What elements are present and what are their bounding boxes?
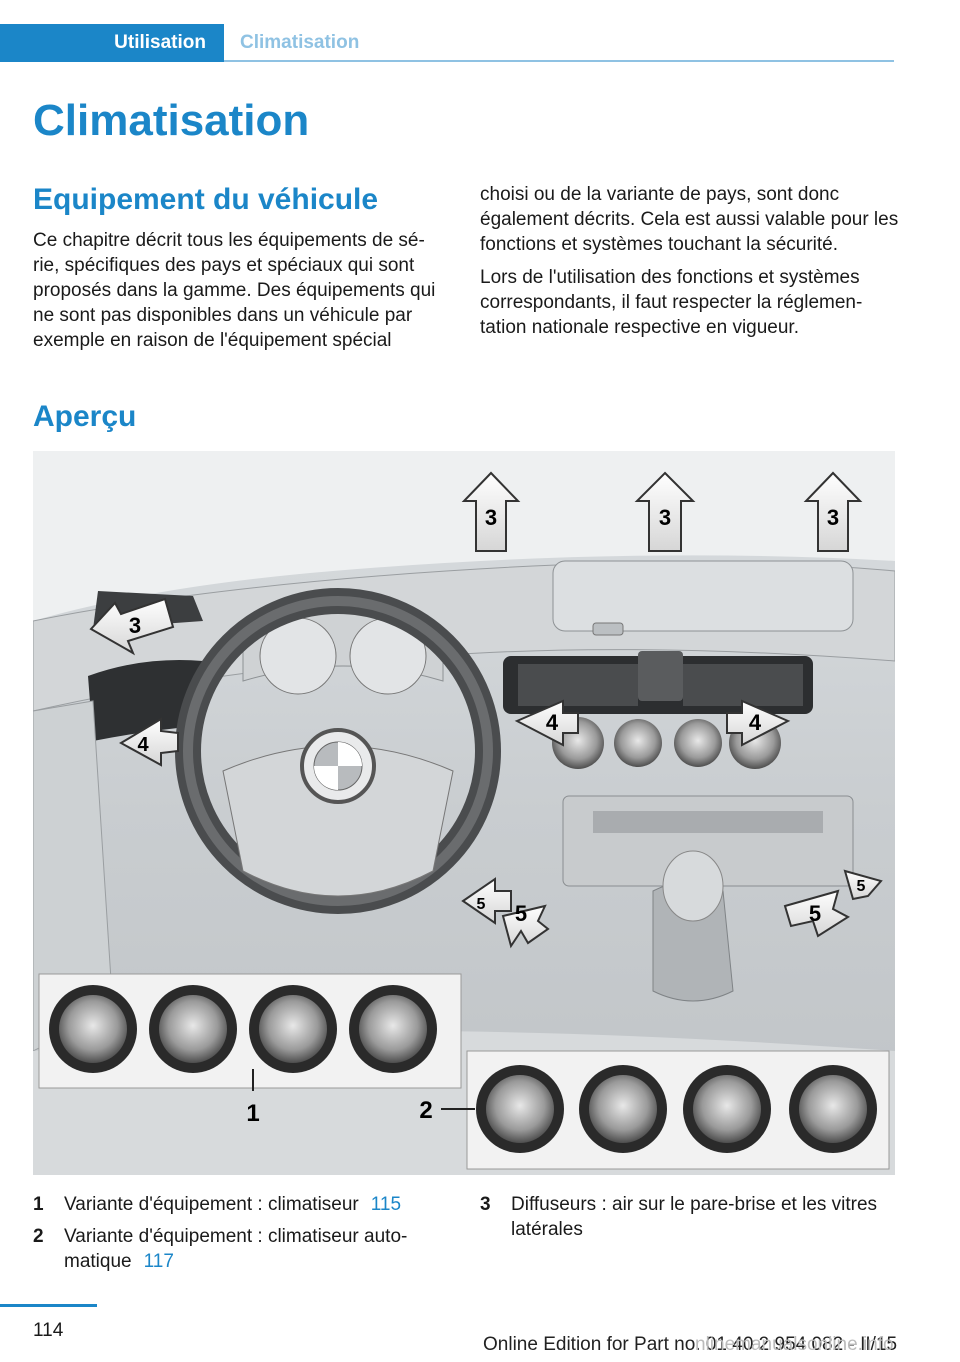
arrow-3-label-d: 3 bbox=[129, 613, 141, 638]
page-number: 114 bbox=[33, 1320, 64, 1341]
section-heading-overview: Aperçu bbox=[33, 400, 137, 433]
arrow-4-label-b: 4 bbox=[546, 710, 559, 735]
running-header: Utilisation Climatisation bbox=[0, 24, 894, 62]
watermark: nlinemanualsonline.info bbox=[695, 1334, 894, 1355]
text-column-right: choisi ou de la variante de pays, sont d… bbox=[480, 182, 900, 340]
legend-column-right: 3 Diffuseurs : air sur le pare-brise et … bbox=[480, 1192, 900, 1249]
arrow-3-label-a: 3 bbox=[485, 505, 497, 530]
page-reference-link[interactable]: 115 bbox=[370, 1194, 402, 1215]
header-tab-utilisation[interactable]: Utilisation bbox=[0, 24, 224, 62]
equipment-paragraph-3: Lors de l'utilisation des fonctions et s… bbox=[480, 267, 863, 338]
center-vents bbox=[503, 651, 813, 714]
equipment-paragraph-2: choisi ou de la variante de pays, sont d… bbox=[480, 184, 899, 255]
arrow-5-label-a: 5 bbox=[477, 896, 486, 913]
arrow-5-label-b: 5 bbox=[515, 901, 527, 926]
text-column-left: Ce chapitre décrit tous les équipements … bbox=[33, 228, 453, 353]
legend-number: 2 bbox=[33, 1226, 44, 1247]
steering-wheel bbox=[175, 588, 501, 914]
dashboard-illustration: 3 3 3 3 4 4 4 5 5 5 5 1 bbox=[33, 451, 895, 1175]
legend-text: Variante d'équipement : climatiseur bbox=[64, 1194, 359, 1215]
arrow-5-label-c: 5 bbox=[809, 901, 821, 926]
vent-arrow-4: 4 4 4 bbox=[118, 699, 791, 767]
section-heading-equipment: Equipement du véhicule bbox=[33, 183, 379, 216]
legend-item-1: 1 Variante d'équipement : climatiseur 115 bbox=[33, 1192, 453, 1217]
left-vent bbox=[88, 660, 203, 741]
arrow-3-label-b: 3 bbox=[659, 505, 671, 530]
legend-text: Diffuseurs : air sur le pare-brise et le… bbox=[511, 1194, 878, 1240]
legend-number: 1 bbox=[33, 1194, 44, 1215]
edition-info: Online Edition for Part no. 01 40 2 954 … bbox=[483, 1334, 898, 1355]
page-title: Climatisation bbox=[33, 96, 310, 145]
legend-item-3: 3 Diffuseurs : air sur le pare-brise et … bbox=[480, 1192, 900, 1242]
header-rule bbox=[224, 60, 894, 62]
legend-column-left: 1 Variante d'équipement : climatiseur 115… bbox=[33, 1192, 453, 1281]
arrow-3-label-c: 3 bbox=[827, 505, 839, 530]
gear-knob bbox=[662, 850, 724, 922]
arrow-4-label-c: 4 bbox=[749, 710, 762, 735]
legend-item-2: 2 Variante d'équipement : climatiseur au… bbox=[33, 1224, 453, 1274]
dash-handle bbox=[592, 622, 624, 636]
legend-number: 3 bbox=[480, 1194, 491, 1215]
callout-1-label: 1 bbox=[246, 1100, 259, 1127]
arrow-5-label-d: 5 bbox=[857, 878, 866, 895]
footer-rule bbox=[0, 1304, 97, 1307]
header-tab-climatisation[interactable]: Climatisation bbox=[240, 32, 360, 53]
vent-arrow-5: 5 5 5 5 bbox=[461, 869, 883, 949]
page-reference-link[interactable]: 117 bbox=[143, 1251, 174, 1272]
legend-text: Variante d'équipement : climatiseur auto… bbox=[64, 1226, 408, 1272]
inset-panel-manual bbox=[38, 973, 462, 1089]
inset-panel-automatic bbox=[466, 1050, 890, 1170]
callout-2-label: 2 bbox=[419, 1097, 432, 1124]
arrow-4-label-a: 4 bbox=[137, 734, 149, 756]
radio-display bbox=[593, 811, 823, 833]
vent-arrow-3: 3 3 3 3 bbox=[89, 471, 863, 656]
dash-panel bbox=[552, 560, 854, 632]
equipment-paragraph-1: Ce chapitre décrit tous les équipements … bbox=[33, 230, 436, 351]
